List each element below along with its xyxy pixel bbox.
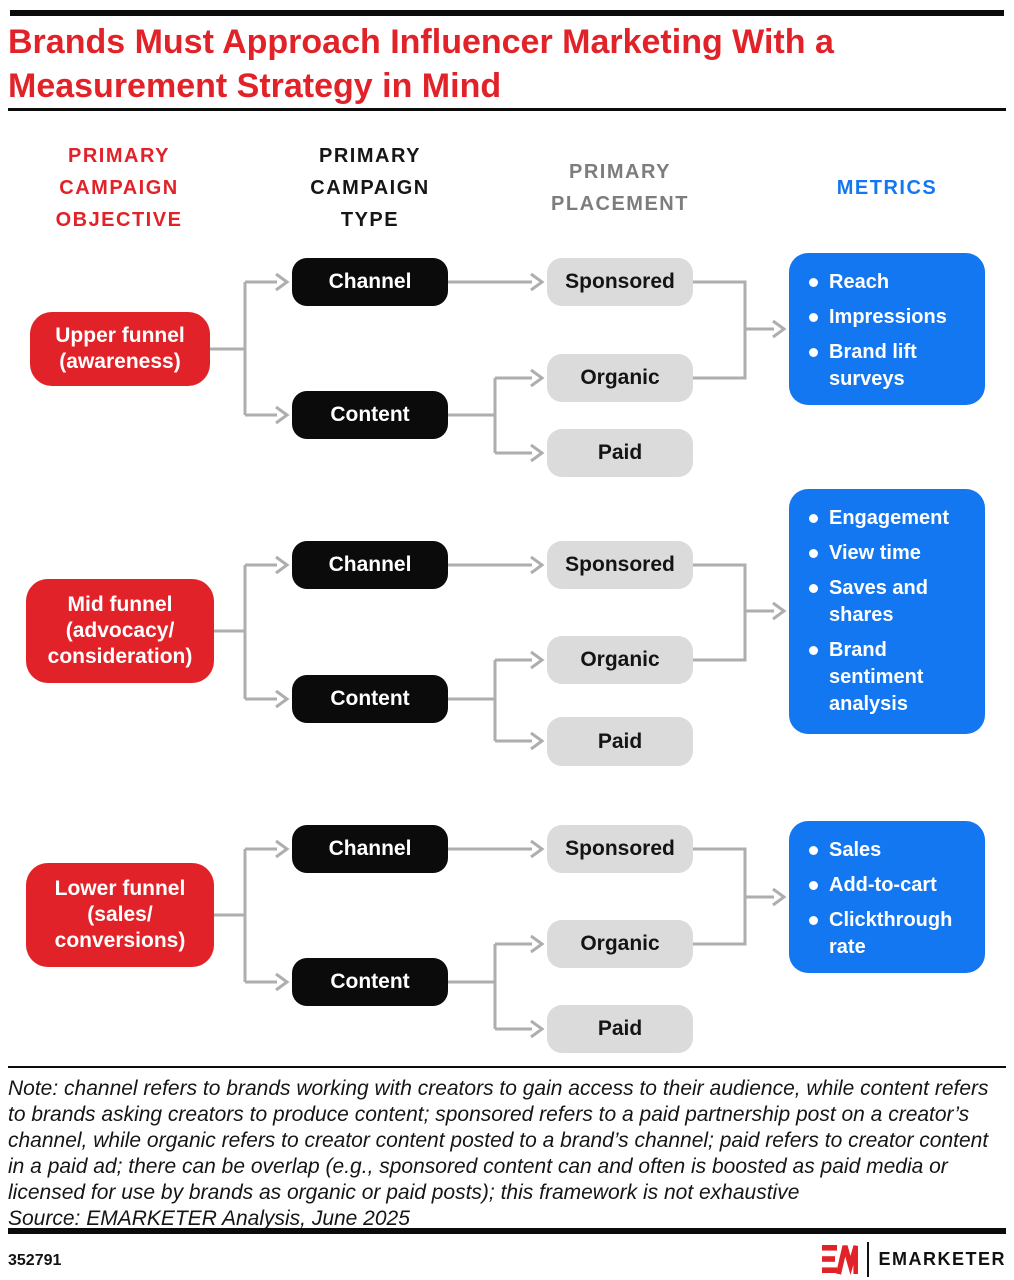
column-header-primary-campaign-objective: PRIMARY CAMPAIGN OBJECTIVE xyxy=(55,145,183,231)
page-title: Brands Must Approach Influencer Marketin… xyxy=(8,23,834,105)
arrowheads xyxy=(275,272,787,1039)
note-text: Note: channel refers to brands working w… xyxy=(8,1077,989,1204)
metric-item: Clickthrough rate xyxy=(806,907,973,961)
column-header-primary-campaign-type: PRIMARY CAMPAIGN TYPE xyxy=(310,145,430,231)
placement-box-paid-row2: Paid xyxy=(547,717,693,766)
placement-box-organic-row3: Organic xyxy=(547,920,693,968)
emarketer-logo: EMARKETER xyxy=(822,1242,1006,1277)
metric-item: View time xyxy=(806,540,973,567)
type-box-channel-row3: Channel xyxy=(292,825,448,873)
placement-box-sponsored-row2: Sponsored xyxy=(547,541,693,589)
footer-rule xyxy=(8,1228,1006,1234)
metrics-box-lower-funnel: Sales Add-to-cart Clickthrough rate xyxy=(789,821,985,973)
placement-box-paid-row3: Paid xyxy=(547,1005,693,1053)
column-header-metrics: METRICS xyxy=(836,177,938,199)
metric-item: Brand lift surveys xyxy=(806,339,973,393)
note-rule xyxy=(8,1066,1006,1068)
title-rule xyxy=(8,108,1006,111)
metrics-box-mid-funnel: Engagement View time Saves and shares Br… xyxy=(789,489,985,734)
metric-item: Saves and shares xyxy=(806,575,973,629)
type-box-content-row2: Content xyxy=(292,675,448,723)
objective-box-lower-funnel: Lower funnel (sales/ conversions) xyxy=(26,863,214,967)
top-bar xyxy=(10,10,1004,16)
metric-item: Sales xyxy=(806,837,973,864)
placement-box-organic-row1: Organic xyxy=(547,354,693,402)
column-header-primary-placement: PRIMARY PLACEMENT xyxy=(551,161,689,215)
objective-box-mid-funnel: Mid funnel (advocacy/ consideration) xyxy=(26,579,214,683)
placement-box-sponsored-row3: Sponsored xyxy=(547,825,693,873)
placement-box-paid-row1: Paid xyxy=(547,429,693,477)
type-box-channel-row2: Channel xyxy=(292,541,448,589)
metric-item: Brand sentiment analysis xyxy=(806,637,973,718)
type-box-content-row1: Content xyxy=(292,391,448,439)
type-box-channel-row1: Channel xyxy=(292,258,448,306)
metrics-list-lower-funnel: Sales Add-to-cart Clickthrough rate xyxy=(789,821,985,961)
em-logo-icon xyxy=(822,1245,859,1275)
chart-id: 352791 xyxy=(8,1252,62,1269)
logo-divider xyxy=(867,1242,870,1277)
objective-box-upper-funnel: Upper funnel (awareness) xyxy=(30,312,210,386)
metric-item: Engagement xyxy=(806,505,973,532)
placement-box-organic-row2: Organic xyxy=(547,636,693,684)
brand-name: EMARKETER xyxy=(878,1249,1006,1269)
placement-box-sponsored-row1: Sponsored xyxy=(547,258,693,306)
source-text: Source: EMARKETER Analysis, June 2025 xyxy=(8,1207,410,1230)
metrics-box-upper-funnel: Reach Impressions Brand lift surveys xyxy=(789,253,985,405)
metric-item: Reach xyxy=(806,269,973,296)
metric-item: Impressions xyxy=(806,304,973,331)
metrics-list-mid-funnel: Engagement View time Saves and shares Br… xyxy=(789,489,985,718)
type-box-content-row3: Content xyxy=(292,958,448,1006)
metrics-list-upper-funnel: Reach Impressions Brand lift surveys xyxy=(789,253,985,393)
metric-item: Add-to-cart xyxy=(806,872,973,899)
